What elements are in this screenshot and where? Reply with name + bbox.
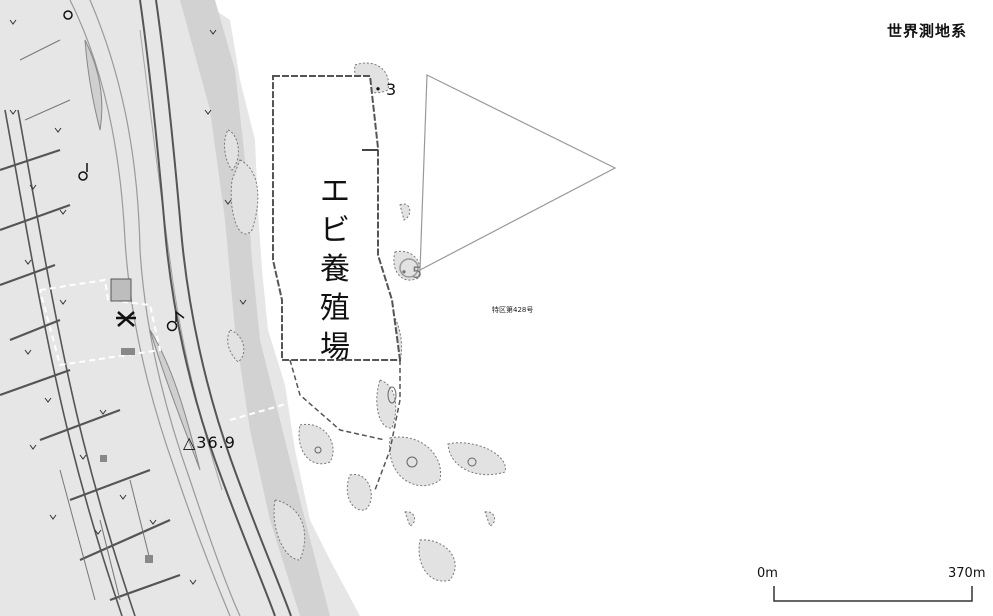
shrimp-farm-label-char: エ xyxy=(320,174,350,209)
main-road xyxy=(139,0,276,616)
contour-line xyxy=(89,0,241,616)
shrine-mark xyxy=(116,311,136,327)
land-shadow xyxy=(180,0,330,616)
buildings xyxy=(100,278,153,563)
boundary-dashed xyxy=(229,398,381,441)
shrimp-farm-label-char: 場 xyxy=(320,330,350,365)
road xyxy=(17,109,136,616)
point-5-label: ・5 xyxy=(396,263,423,282)
field-marks xyxy=(9,19,247,585)
elevation-label: △36.9 xyxy=(183,433,236,452)
boundary-dashed xyxy=(39,278,162,367)
control-point-5 xyxy=(399,258,419,278)
zone-label: 特区第428号 xyxy=(492,306,534,314)
scale-end-label: 370m xyxy=(948,566,986,581)
shrimp-farm-boundary xyxy=(272,75,402,361)
shrimp-farm-label-char: ビ xyxy=(320,213,350,248)
field-boundaries xyxy=(0,148,181,602)
road xyxy=(4,109,123,616)
datum-label: 世界測地系 xyxy=(886,22,967,40)
shrimp-farm-label-char: 養 xyxy=(320,252,350,287)
parcel-lines xyxy=(19,39,151,601)
contour-line xyxy=(149,329,201,471)
shrimp-farm-label-char: 殖 xyxy=(320,291,350,326)
scale-start-label: 0m xyxy=(757,566,778,581)
post-office-mark xyxy=(63,10,185,332)
islands xyxy=(224,62,506,582)
island-contours xyxy=(314,386,477,468)
main-road xyxy=(155,0,292,616)
shrimp-farm-label: エ ビ 養 殖 場 xyxy=(318,172,352,367)
scale-bar-line xyxy=(773,586,973,602)
point-3-label: ・3 xyxy=(370,80,397,99)
contour-line xyxy=(84,39,103,131)
contour-line xyxy=(69,0,231,616)
shrimp-farm-extension xyxy=(289,359,401,491)
survey-triangle xyxy=(419,74,617,272)
